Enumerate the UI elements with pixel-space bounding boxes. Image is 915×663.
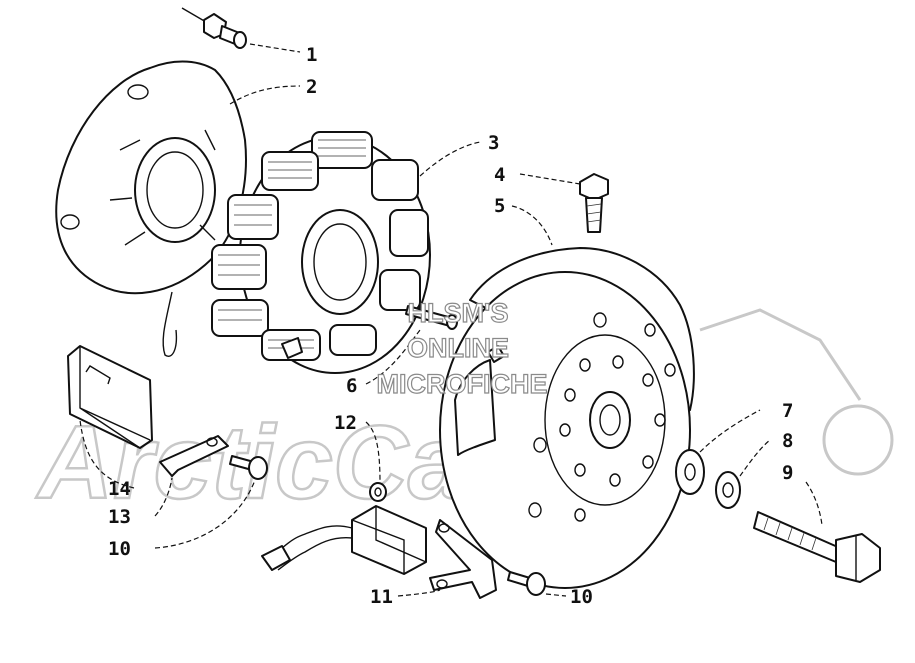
callout-2: 2: [306, 76, 317, 98]
callout-14: 14: [108, 478, 131, 500]
leader-lines: [79, 43, 823, 597]
callout-9: 9: [782, 462, 793, 484]
sensor-part-14: [67, 345, 153, 449]
watermark-wheel: [822, 404, 894, 476]
bracket-part-13: [159, 435, 229, 477]
bolt-part-1: [181, 7, 247, 49]
bolt-part-4: [579, 173, 609, 233]
callout-7: 7: [782, 400, 793, 422]
callout-10-left: 10: [108, 538, 131, 560]
callout-11: 11: [370, 586, 393, 608]
callout-5: 5: [494, 195, 505, 217]
watermark-line-2: ONLINE: [407, 333, 509, 363]
screw-part-10-left: [229, 455, 268, 480]
flywheel-part-5: [439, 247, 695, 589]
callout-4: 4: [494, 164, 505, 186]
callouts: 1 2 3 4 5 6 7 8 9 10 10 11 12 13 14: [108, 44, 793, 608]
watermark-line-3: MICROFICHE: [377, 369, 548, 399]
pin-part-6: [405, 305, 505, 363]
screw-part-10-right: [507, 571, 546, 596]
callout-1: 1: [306, 44, 317, 66]
watermark-frame: [699, 308, 862, 401]
hex-bolt-part-9: [753, 511, 881, 583]
callout-8: 8: [782, 430, 793, 452]
callout-12: 12: [334, 412, 357, 434]
grommet-part-12: [369, 482, 387, 502]
stator-plate-part-2: [55, 60, 247, 357]
watermark-line-1: HLSM'S: [408, 298, 509, 328]
washer-part-7: [675, 449, 705, 495]
callout-13: 13: [108, 506, 131, 528]
stator-coil-part-3: [211, 131, 431, 374]
callout-10-right: 10: [570, 586, 593, 608]
lock-washer-part-8: [715, 471, 741, 509]
callout-6: 6: [346, 375, 357, 397]
cdi-module: [261, 505, 427, 575]
bracket-part-11: [429, 519, 497, 599]
microfiche-watermark: HLSM'S ONLINE MICROFICHE: [376, 297, 548, 399]
callout-3: 3: [488, 132, 499, 154]
